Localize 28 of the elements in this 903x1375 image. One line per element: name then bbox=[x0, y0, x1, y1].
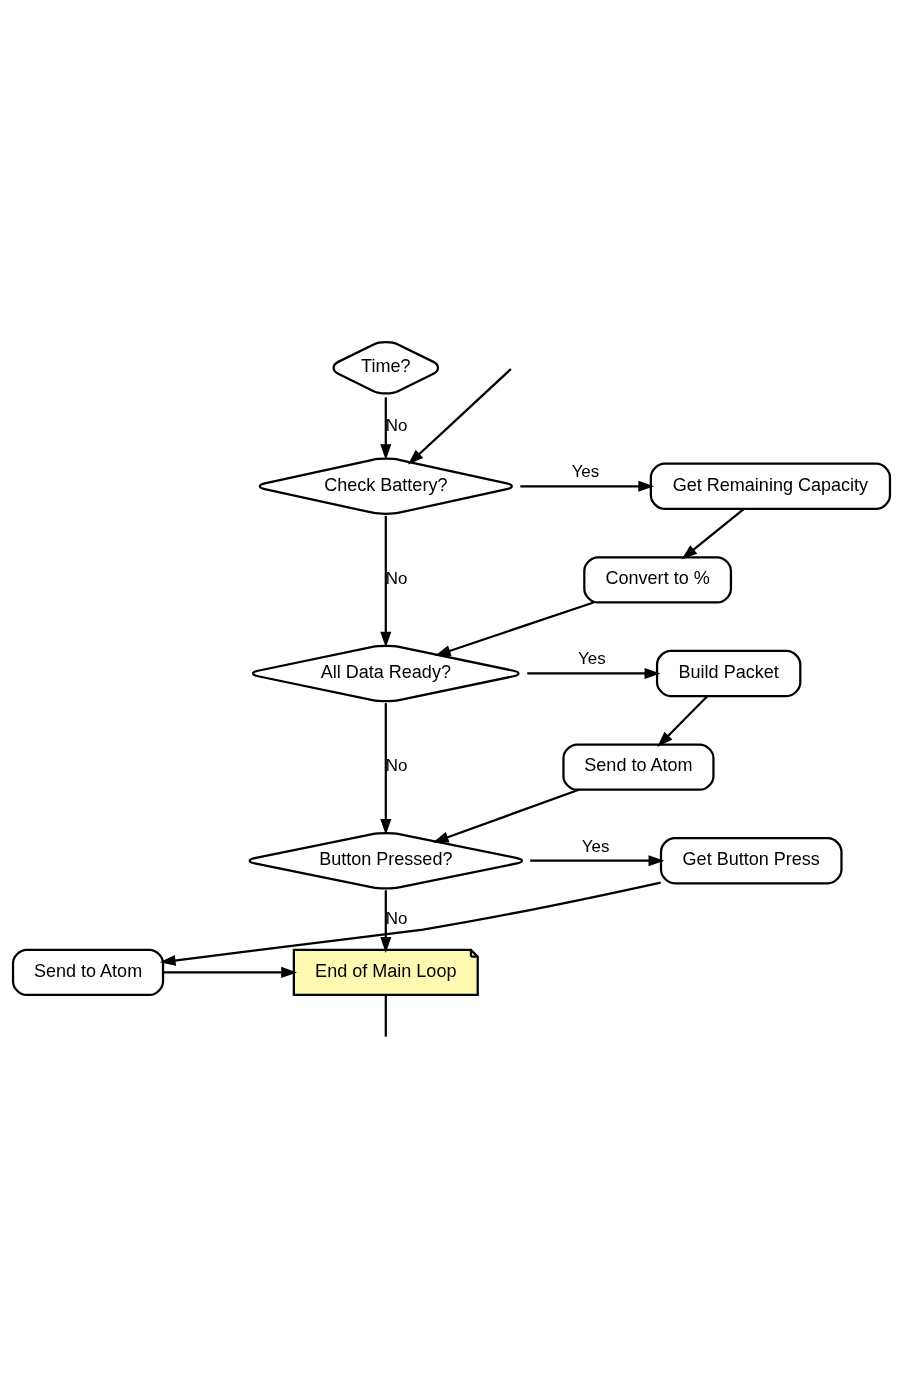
arrow bbox=[657, 695, 709, 747]
node-box: Get Remaining Capacity bbox=[649, 462, 892, 510]
arrow bbox=[163, 966, 297, 978]
edge-label: No bbox=[385, 755, 408, 775]
arrow bbox=[681, 507, 745, 559]
edge-label: Yes bbox=[578, 648, 606, 668]
arrow bbox=[380, 396, 392, 460]
edge-label: No bbox=[385, 568, 408, 588]
edge-label: Yes bbox=[571, 461, 600, 481]
arrow bbox=[527, 667, 661, 679]
connector bbox=[384, 994, 387, 1037]
arrow bbox=[530, 854, 665, 866]
node-box: Convert to % bbox=[583, 555, 733, 604]
arrow bbox=[380, 515, 392, 648]
edge-label: Yes bbox=[581, 836, 610, 856]
node-box: Send to Atom bbox=[11, 948, 165, 996]
arrow bbox=[407, 367, 512, 465]
arrow bbox=[380, 889, 392, 953]
arrow bbox=[520, 480, 655, 492]
arrow bbox=[159, 880, 661, 966]
edge-label: No bbox=[385, 908, 408, 928]
node-box: Build Packet bbox=[655, 649, 802, 697]
edge-label: No bbox=[385, 415, 408, 435]
node-box: Get Button Press bbox=[659, 836, 843, 884]
node-box: Send to Atom bbox=[562, 742, 715, 791]
arrow bbox=[380, 702, 392, 835]
arrow bbox=[434, 600, 594, 656]
arrow bbox=[432, 788, 580, 843]
